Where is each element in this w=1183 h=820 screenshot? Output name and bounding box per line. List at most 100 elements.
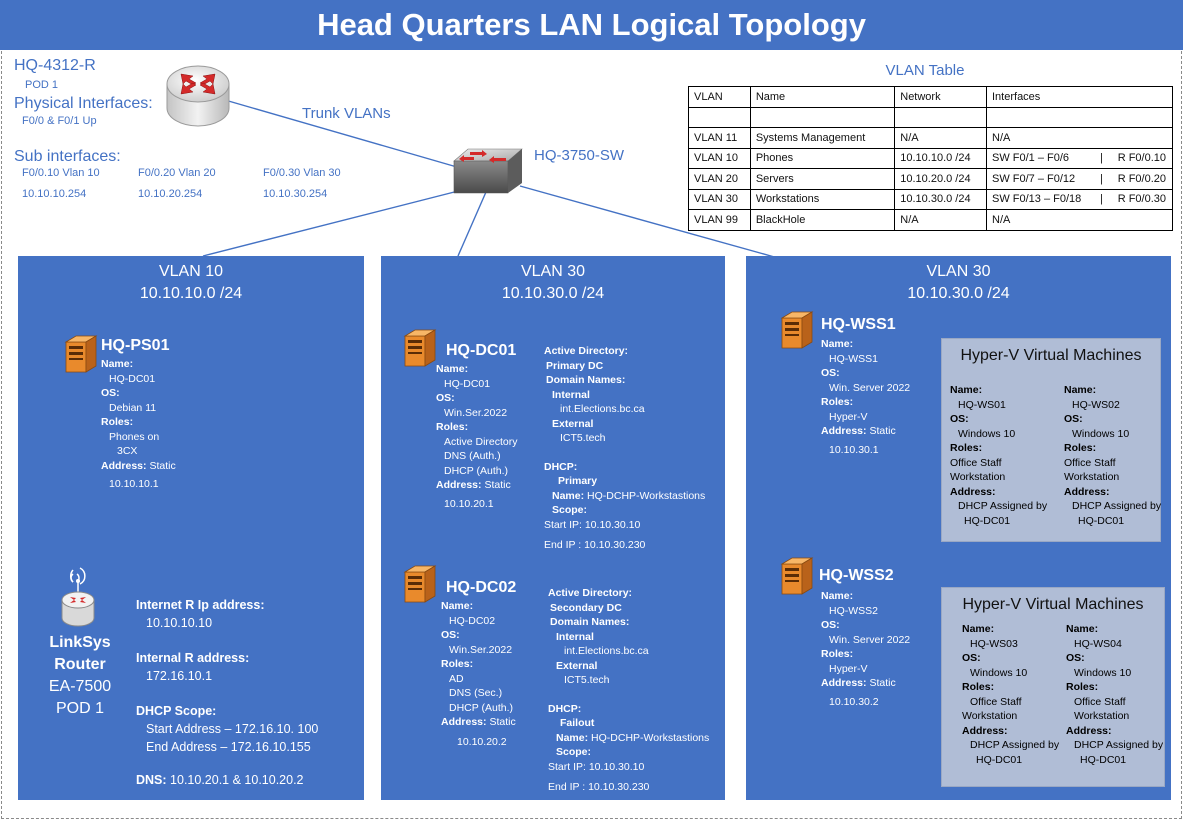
field-value: HQ-DC01 — [964, 514, 1011, 527]
field-label: Name: — [441, 600, 474, 612]
field-label: Roles: — [821, 648, 854, 660]
field-label: Address: — [821, 677, 867, 689]
field-value: Static — [869, 677, 896, 689]
field-value: DHCP Assigned by — [1074, 739, 1164, 751]
field-value: Phones on — [109, 430, 160, 443]
field-value: HQ-DCHP-Workstastions — [587, 489, 706, 502]
router-pod: POD 1 — [25, 79, 59, 91]
network-cell: N/A — [894, 209, 987, 231]
sub-interface-name: F0/0.20 Vlan 20 — [138, 167, 216, 179]
vlan-table: VLAN Name Network Interfaces VLAN 11 Sys… — [688, 86, 1173, 231]
field-label: OS: — [950, 413, 969, 425]
vlan10-panel: VLAN 10 10.10.10.0 /24 HQ-PS01 Name: HQ-… — [18, 256, 364, 800]
switch-interfaces: SW F0/13 – F0/18 — [992, 193, 1082, 206]
switch-interfaces: SW F0/7 – F0/12 — [992, 172, 1076, 185]
wireless-router-icon — [61, 567, 95, 627]
field-label: OS: — [821, 367, 840, 379]
separator: | — [1100, 152, 1103, 165]
network-cell: 10.10.20.0 /24 — [894, 168, 987, 190]
field-value: HQ-WSS1 — [829, 352, 879, 365]
switch-interfaces: N/A — [992, 131, 1011, 144]
field-label: Name: — [1064, 384, 1097, 396]
field-value: Win.Ser.2022 — [444, 406, 508, 419]
field-value: HQ-DC01 — [1080, 753, 1127, 766]
field-value: Office Staff — [950, 456, 1002, 469]
sub-interface-ip: 10.10.10.254 — [22, 188, 87, 200]
switch-icon — [453, 148, 523, 194]
server-name: HQ-DC01 — [446, 342, 517, 359]
router-interface: R F0/0.20 — [1117, 172, 1166, 185]
field-label: Internal R address: — [136, 651, 250, 665]
field-label: Scope: — [556, 746, 592, 758]
field-value: Office Staff — [1064, 456, 1116, 469]
field-label: External — [552, 417, 594, 430]
field-label: Address: — [1064, 485, 1110, 498]
field-value: DHCP (Auth.) — [449, 701, 513, 714]
linksys-line: POD 1 — [55, 700, 104, 717]
interfaces-cell: SW F0/7 – F0/12|R F0/0.20 — [986, 168, 1173, 190]
trunk-label: Trunk VLANs — [302, 105, 391, 122]
switch-name: HQ-3750-SW — [534, 147, 625, 164]
router-interface: R F0/0.30 — [1117, 193, 1166, 206]
interfaces-cell — [986, 106, 1173, 128]
ip-address: 10.10.20.1 — [444, 497, 494, 510]
field-label: Roles: — [1064, 442, 1097, 454]
server-details: Name: HQ-WSS2 OS: Win. Server 2022 Roles… — [821, 589, 910, 709]
vm-details: Name: HQ-WS01 OS: Windows 10 Roles: Offi… — [950, 383, 1047, 528]
vm-details: Name: HQ-WS03 OS: Windows 10 Roles: Offi… — [962, 622, 1059, 767]
field-value: 3CX — [117, 445, 138, 457]
network-cell — [894, 106, 987, 128]
field-value: Hyper-V — [829, 410, 868, 423]
field-value: Secondary DC — [550, 601, 622, 614]
dc-services: Active Directory: Secondary DC Domain Na… — [548, 586, 709, 795]
network-cell: 10.10.30.0 /24 — [894, 188, 987, 210]
vlan-network: 10.10.10.0 /24 — [139, 285, 243, 302]
column-header-interfaces: Interfaces — [986, 86, 1173, 108]
link-vlan10 — [202, 187, 471, 257]
field-value: ICT5.tech — [564, 674, 610, 686]
field-label: Name: — [962, 623, 995, 635]
linksys-label: LinkSys Router EA-7500 POD 1 — [38, 632, 122, 720]
interfaces-cell: SW F0/1 – F0/6|R F0/0.10 — [986, 147, 1173, 169]
field-value: HQ-WS01 — [958, 398, 1006, 411]
field-label: Address: — [1066, 724, 1112, 737]
field-value: Static — [484, 479, 511, 491]
field-value: HQ-WS04 — [1074, 637, 1122, 650]
vlan-cell: VLAN 11 — [688, 127, 751, 149]
field-value: DHCP Assigned by — [958, 500, 1048, 512]
sub-interface-name: F0/0.30 Vlan 30 — [263, 167, 341, 179]
field-value: End IP : 10.10.30.230 — [544, 539, 646, 551]
field-value: Failout — [560, 717, 595, 729]
table-row: VLAN 10 Phones 10.10.10.0 /24 SW F0/1 – … — [688, 147, 1173, 169]
field-label: Address: — [101, 459, 147, 472]
field-label: Name: — [821, 590, 854, 602]
sub-interface-name: F0/0.10 Vlan 10 — [22, 167, 100, 179]
interfaces-cell: N/A — [986, 127, 1173, 149]
field-value: Office Staff — [1074, 695, 1126, 708]
field-label: Active Directory: — [544, 345, 629, 357]
vlan-network: 10.10.30.0 /24 — [907, 285, 1010, 302]
vlan-table-title: VLAN Table — [885, 62, 965, 79]
name-cell: Workstations — [749, 188, 896, 210]
dc-services: Active Directory: Primary DC Domain Name… — [544, 344, 705, 553]
field-value: ICT5.tech — [560, 432, 606, 444]
trunk-link — [224, 99, 489, 177]
field-value: Static — [489, 716, 516, 728]
vm-details: Name: HQ-WS02 OS: Windows 10 Roles: Offi… — [1064, 383, 1161, 528]
field-label: Roles: — [436, 421, 469, 433]
field-label: Address: — [950, 485, 996, 498]
field-label: Name: — [556, 731, 589, 744]
field-label: OS: — [962, 652, 981, 664]
field-value: Start Address – 172.16.10. 100 — [146, 722, 319, 736]
field-label: Internet R Ip address: — [136, 598, 265, 612]
field-label: Name: — [821, 338, 854, 350]
field-label: Roles: — [1066, 681, 1099, 693]
field-label: Roles: — [441, 658, 474, 670]
field-label: Name: — [1066, 623, 1099, 635]
field-label: Internal — [552, 388, 590, 401]
field-label: Domain Names: — [550, 616, 630, 628]
vlan-network: 10.10.30.0 /24 — [501, 285, 605, 302]
field-value: HQ-DC01 — [976, 753, 1023, 766]
field-label: Name: — [552, 489, 585, 502]
